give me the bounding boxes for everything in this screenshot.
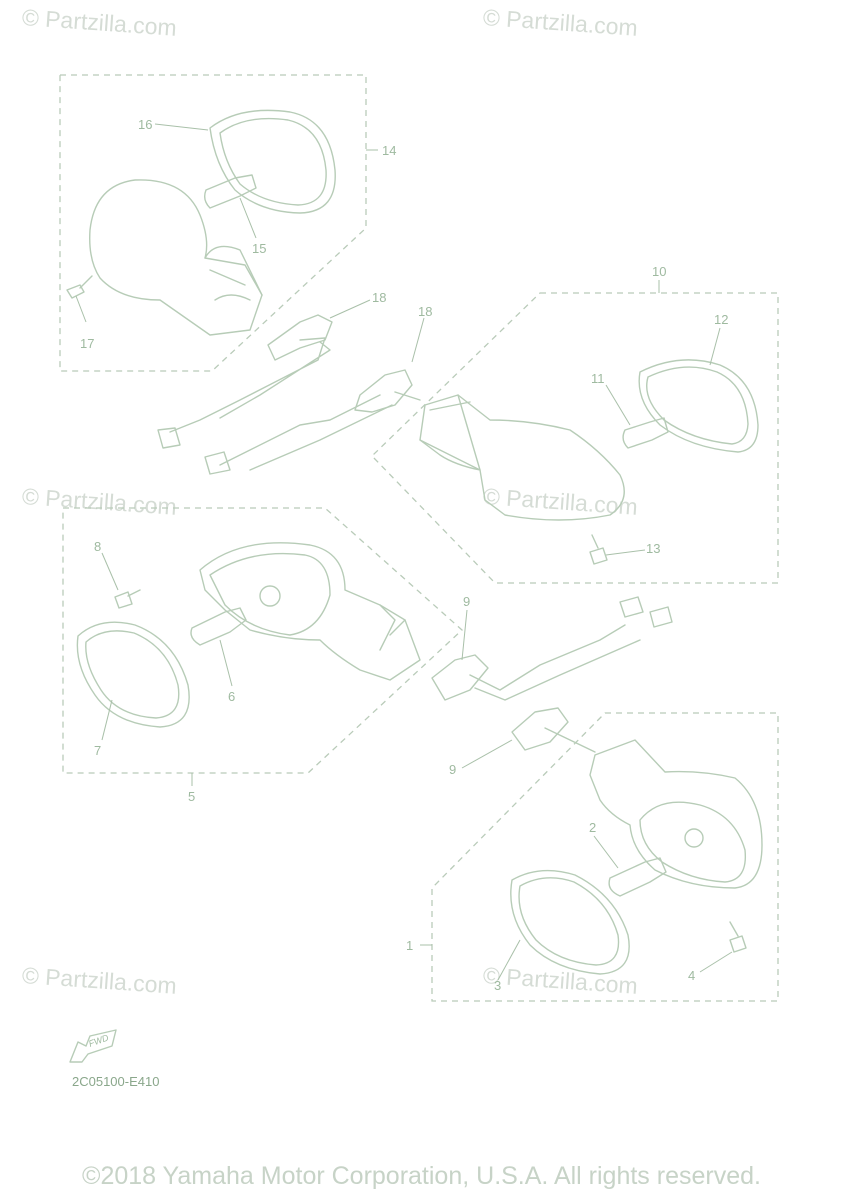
callout-11: 11 bbox=[591, 371, 605, 386]
callout-5: 5 bbox=[188, 789, 195, 804]
housing-1 bbox=[589, 739, 763, 889]
callout-3: 3 bbox=[494, 978, 501, 993]
forward-arrow-icon: FWD bbox=[69, 1029, 117, 1063]
callout-8: 8 bbox=[94, 539, 101, 554]
svg-text:FWD: FWD bbox=[87, 1032, 110, 1049]
lens-7 bbox=[76, 621, 190, 728]
bulb-6 bbox=[190, 607, 247, 646]
lens-16 bbox=[209, 109, 336, 214]
callout-14: 14 bbox=[382, 143, 396, 158]
callout-18: 18 bbox=[372, 290, 386, 305]
group-box-10 bbox=[371, 292, 779, 584]
housing-10 bbox=[419, 394, 625, 521]
screw-17 bbox=[66, 275, 93, 299]
stay-9a bbox=[431, 654, 489, 701]
wire-harness-14 bbox=[169, 337, 331, 433]
group-box-1 bbox=[431, 712, 779, 1002]
wire-harness-5 bbox=[469, 624, 641, 701]
housing-14 bbox=[89, 179, 263, 336]
stay-18a bbox=[267, 314, 333, 361]
callout-7: 7 bbox=[94, 743, 101, 758]
bulb-15 bbox=[203, 174, 257, 209]
stay-18b bbox=[354, 369, 413, 413]
callout-15: 15 bbox=[252, 241, 266, 256]
group-box-14 bbox=[59, 74, 367, 372]
callout-9: 9 bbox=[463, 594, 470, 609]
wire-harness-10 bbox=[219, 391, 421, 471]
callout-18: 18 bbox=[418, 304, 432, 319]
callout-4: 4 bbox=[688, 968, 695, 983]
copyright-notice: ©2018 Yamaha Motor Corporation, U.S.A. A… bbox=[82, 1162, 761, 1190]
callout-2: 2 bbox=[589, 820, 596, 835]
screw-4 bbox=[729, 921, 747, 953]
screw-13 bbox=[589, 534, 608, 565]
group-box-5 bbox=[62, 507, 463, 774]
callout-12: 12 bbox=[714, 312, 728, 327]
lens-3 bbox=[510, 869, 630, 975]
callout-1: 1 bbox=[406, 938, 413, 953]
leader-lines bbox=[75, 123, 733, 981]
callout-6: 6 bbox=[228, 689, 235, 704]
bulb-11 bbox=[622, 417, 669, 449]
screw-8 bbox=[114, 589, 141, 609]
callout-10: 10 bbox=[652, 264, 666, 279]
callout-16: 16 bbox=[138, 117, 152, 132]
stay-9b bbox=[511, 707, 569, 751]
callout-17: 17 bbox=[80, 336, 94, 351]
callout-9: 9 bbox=[449, 762, 456, 777]
bulb-2 bbox=[608, 857, 667, 897]
diagram-code: 2C05100-E410 bbox=[72, 1074, 160, 1089]
callout-13: 13 bbox=[646, 541, 660, 556]
lens-12 bbox=[638, 359, 759, 453]
housing-5 bbox=[199, 542, 421, 681]
